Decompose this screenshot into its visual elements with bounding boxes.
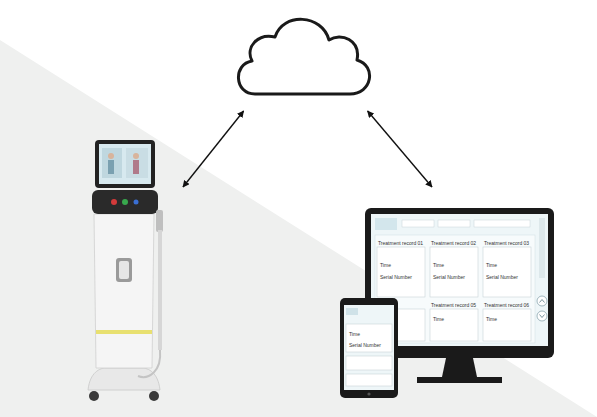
grey-diagonal — [0, 40, 597, 417]
screen-text: Time — [349, 331, 360, 337]
screen-text: Treatment record 02 — [431, 240, 476, 246]
laser-machine — [78, 140, 170, 405]
screen-text: Treatment record 03 — [484, 240, 529, 246]
screen-text: Treatment record 01 — [378, 240, 423, 246]
monitor-device — [362, 205, 557, 390]
sync-arrow — [368, 111, 432, 187]
screen-text: Serial Number — [349, 342, 381, 348]
screen-text: Treatment record 05 — [431, 302, 476, 308]
screen-text: Time — [433, 316, 444, 322]
cloud-outline — [225, 6, 380, 106]
screen-text: Serial Number — [486, 274, 518, 280]
screen-text: Time — [433, 262, 444, 268]
monitor-illustration — [362, 205, 557, 390]
screen-text: Serial Number — [433, 274, 465, 280]
screen-text: Time — [486, 262, 497, 268]
screen-text: Time — [486, 316, 497, 322]
screen-text: Serial Number — [380, 274, 412, 280]
cloud-shape — [225, 6, 380, 106]
screen-text: Treatment record 06 — [484, 302, 529, 308]
screen-text: Time — [380, 262, 391, 268]
sync-arrow — [183, 111, 244, 187]
laser-machine — [78, 140, 170, 405]
